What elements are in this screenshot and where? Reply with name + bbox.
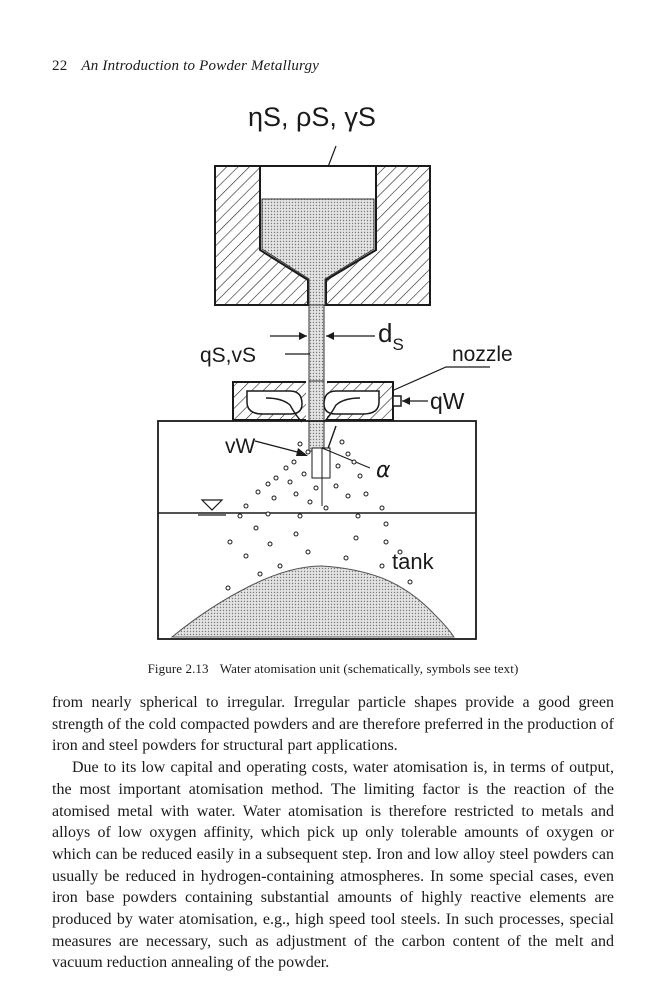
- running-header: 22 An Introduction to Powder Metallurgy: [52, 58, 319, 75]
- nozzle-leader: [393, 366, 490, 391]
- spray-angle: [311, 447, 371, 506]
- nozzle-label: nozzle: [452, 343, 513, 366]
- figure-number: Figure 2.13: [147, 661, 209, 676]
- vw-arrow-left: [254, 440, 306, 455]
- figure-caption-text: Water atomisation unit (schematically, s…: [219, 661, 519, 676]
- qs-vs-label: qS,vS: [200, 344, 256, 367]
- vw-label: vW: [225, 435, 256, 458]
- paragraph: from nearly spherical to irregular. Irre…: [52, 694, 614, 755]
- nozzle-ring: [232, 380, 402, 423]
- water-level-symbol: [198, 499, 226, 516]
- melt-properties-label: ηS, ρS, γS: [248, 102, 376, 132]
- figure-caption: Figure 2.13 Water atomisation unit (sche…: [0, 661, 666, 677]
- figure-water-atomisation: ηS, ρS, γS dS qS,vS nozzle qW: [150, 96, 530, 644]
- alpha-label: α: [376, 458, 391, 483]
- body-text: from nearly spherical to irregular. Irre…: [52, 692, 614, 974]
- droplets: [225, 439, 413, 591]
- ds-subscript: S: [392, 335, 403, 354]
- tank: [157, 420, 477, 640]
- paragraph: Due to its low capital and operating cos…: [52, 759, 614, 972]
- stream-diameter-dimension: dS: [270, 318, 404, 354]
- book-title: An Introduction to Powder Metallurgy: [81, 58, 320, 74]
- crucible: [214, 165, 431, 306]
- molten-metal: [261, 198, 375, 306]
- figure-diagram: ηS, ρS, γS dS qS,vS nozzle qW: [157, 102, 513, 640]
- melt-stream: [308, 304, 325, 452]
- qw-label: qW: [430, 388, 465, 414]
- powder-heap: [170, 565, 455, 638]
- tank-label: tank: [392, 549, 435, 574]
- svg-text:dS: dS: [378, 318, 404, 354]
- ds-label: d: [378, 318, 392, 348]
- page-number: 22: [52, 58, 68, 74]
